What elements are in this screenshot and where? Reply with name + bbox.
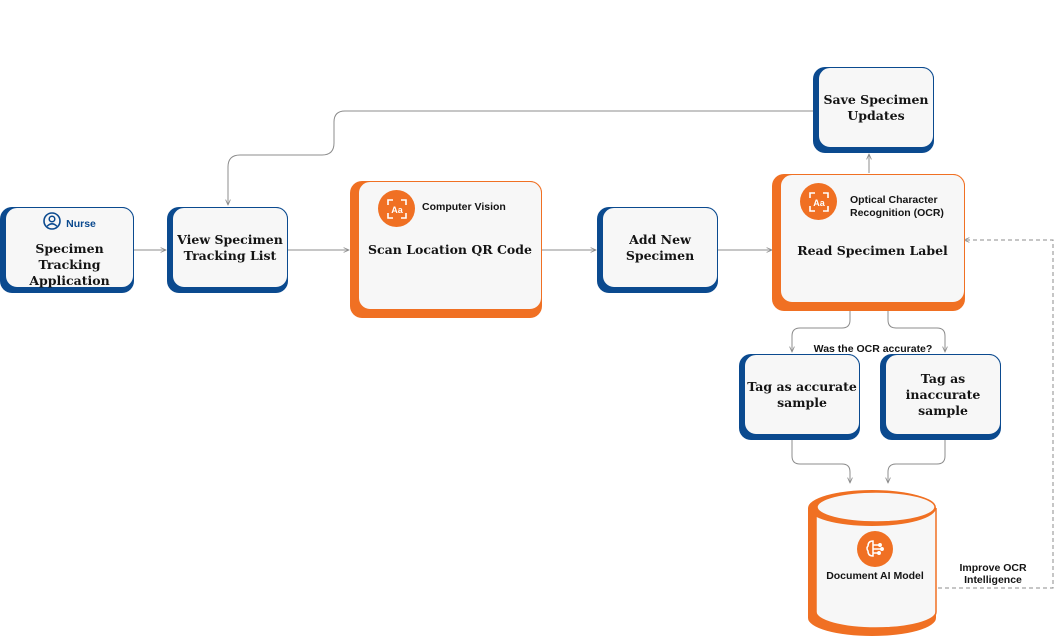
node-title: Tag as inaccurate [905, 370, 981, 402]
node-nurse-app[interactable]: Nurse Specimen Tracking Application [0, 207, 134, 293]
connector-read-to-accurate [792, 310, 851, 352]
node-tag-line: Recognition (OCR) [850, 207, 944, 219]
connector-accurate-to-model [791, 440, 850, 483]
node-title: Updates [847, 107, 905, 123]
node-title: Tracking List [183, 247, 277, 263]
feedback-label-line: Intelligence [964, 574, 1022, 586]
node-tag-accurate[interactable]: Tag as accurate sample [739, 354, 860, 440]
node-title: View Specimen [177, 231, 283, 247]
text-recognition-icon: Aa [800, 183, 837, 220]
svg-text:Aa: Aa [391, 205, 403, 215]
node-title: Specimen [625, 247, 695, 263]
node-read-label[interactable]: Aa Optical Character Recognition (OCR) R… [772, 174, 965, 311]
role-label: Nurse [66, 217, 96, 230]
node-tag: Optical Character Recognition (OCR) [850, 194, 944, 220]
feedback-label: Improve OCR Intelligence [944, 562, 1042, 586]
connector-save-to-list [228, 110, 813, 205]
node-title: sample [918, 402, 968, 418]
connector-inaccurate-to-model [888, 440, 946, 483]
node-save-updates[interactable]: Save Specimen Updates [813, 67, 934, 153]
node-tag: Computer Vision [422, 201, 506, 213]
node-scan-qr[interactable]: Aa Computer Vision Scan Location QR Code [350, 181, 542, 318]
svg-text:Aa: Aa [813, 198, 825, 208]
user-icon [43, 212, 61, 235]
node-title: Add New [629, 231, 691, 247]
node-view-list[interactable]: View Specimen Tracking List [167, 207, 288, 293]
feedback-label-line: Improve OCR [959, 562, 1027, 574]
text-recognition-icon: Aa [378, 190, 415, 227]
connector-feedback-loop [938, 240, 1054, 589]
ai-model-label: Document AI Model [826, 570, 924, 582]
node-tag-inaccurate[interactable]: Tag as inaccurate sample [880, 354, 1001, 440]
connector-read-to-inaccurate [887, 310, 945, 352]
ai-model-cylinder [808, 490, 937, 636]
node-title: Save Specimen [823, 91, 929, 107]
ocr-question-label: Was the OCR accurate? [813, 343, 933, 355]
node-title: Scan Location QR Code [368, 241, 532, 257]
node-title: Specimen Tracking [35, 241, 104, 272]
node-tag-line: Optical Character [850, 194, 938, 206]
node-title: Read Specimen Label [797, 242, 948, 258]
node-title: Application [29, 273, 110, 288]
node-title: sample [777, 394, 827, 410]
node-add-specimen[interactable]: Add New Specimen [597, 207, 718, 293]
node-title: Tag as accurate [747, 378, 857, 394]
ai-brain-icon [857, 531, 893, 567]
